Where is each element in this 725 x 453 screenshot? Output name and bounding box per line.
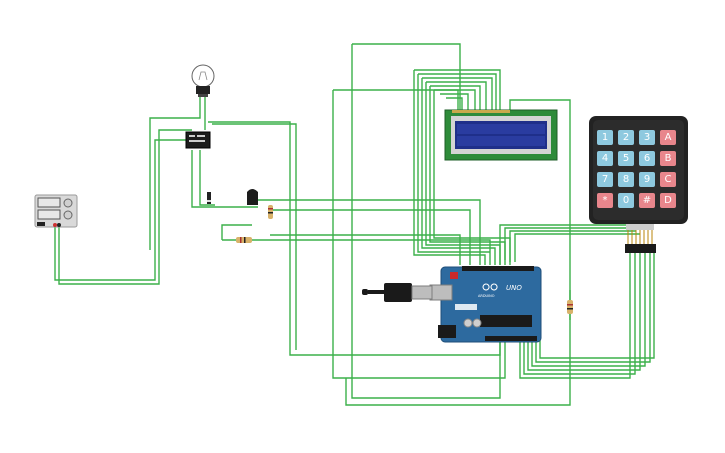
keypad-key-0-0[interactable]: 1 bbox=[597, 130, 613, 145]
wire-lcd-top-7[interactable] bbox=[440, 93, 469, 112]
wire-lcd-2[interactable] bbox=[417, 74, 490, 253]
wire-supply-loop-1[interactable] bbox=[54, 139, 192, 281]
wire-supply-loop-2[interactable] bbox=[58, 129, 192, 285]
wire-keypad-8[interactable] bbox=[531, 250, 646, 367]
resistor-right[interactable] bbox=[567, 300, 573, 314]
keypad-key-3-1[interactable]: 0 bbox=[618, 193, 634, 208]
keypad-key-label: 7 bbox=[602, 174, 608, 185]
resistor-horizontal[interactable] bbox=[236, 237, 252, 243]
wire-lcd-1[interactable] bbox=[413, 70, 486, 265]
arduino-uno[interactable]: UNO ARDUINO bbox=[429, 266, 542, 343]
power-supply[interactable] bbox=[34, 194, 78, 228]
wire-keypad-1[interactable] bbox=[499, 224, 628, 265]
keypad-key-label: B bbox=[665, 153, 672, 164]
wire-keypad-3[interactable] bbox=[509, 230, 636, 262]
keypad-key-label: 0 bbox=[623, 195, 629, 206]
relay[interactable] bbox=[185, 131, 211, 149]
keypad-key-1-0[interactable]: 4 bbox=[597, 151, 613, 166]
wire-lcd-top-3[interactable] bbox=[422, 77, 493, 112]
wire-relay-right-2[interactable] bbox=[212, 123, 297, 350]
wire-outer-loop-2[interactable] bbox=[345, 99, 571, 406]
keypad-key-label: 1 bbox=[602, 132, 608, 143]
wire-keypad-7[interactable] bbox=[527, 250, 641, 371]
wire-transistor-mid[interactable] bbox=[270, 209, 471, 265]
lcd-char-cells bbox=[457, 124, 545, 146]
keypad-key-0-1[interactable]: 2 bbox=[618, 130, 634, 145]
keypad-key-2-1[interactable]: 8 bbox=[618, 172, 634, 187]
wire-keypad-2[interactable] bbox=[504, 227, 632, 260]
keypad-key-1-3[interactable]: B bbox=[660, 151, 676, 166]
wire-bulb-left[interactable] bbox=[149, 96, 201, 250]
keypad-key-label: 8 bbox=[623, 174, 629, 185]
arduino-brand-label: ARDUINO bbox=[478, 294, 495, 298]
keypad-key-label: A bbox=[665, 132, 672, 143]
keypad-key-label: D bbox=[664, 195, 672, 206]
keypad-key-2-0[interactable]: 7 bbox=[597, 172, 613, 187]
arduino-model-label: UNO bbox=[506, 284, 522, 292]
keypad-connector-pins bbox=[627, 230, 653, 244]
wire-relay-diode[interactable] bbox=[199, 150, 215, 206]
keypad-key-label: # bbox=[643, 195, 651, 206]
wire-keypad-10[interactable] bbox=[539, 250, 655, 359]
keypad-key-label: 9 bbox=[644, 174, 650, 185]
diode[interactable] bbox=[207, 192, 211, 204]
wire-keypad-4[interactable] bbox=[514, 233, 640, 262]
light-bulb[interactable] bbox=[191, 64, 215, 97]
keypad-key-1-1[interactable]: 5 bbox=[618, 151, 634, 166]
usb-cable[interactable] bbox=[362, 283, 433, 302]
keypad-key-3-3[interactable]: D bbox=[660, 193, 676, 208]
resistor-vertical[interactable] bbox=[268, 205, 273, 219]
keypad-key-0-3[interactable]: A bbox=[660, 130, 676, 145]
keypad-key-2-3[interactable]: C bbox=[660, 172, 676, 187]
wire-left-loop[interactable] bbox=[332, 90, 506, 379]
keypad-key-label: 3 bbox=[644, 132, 650, 143]
keypad-key-3-0[interactable]: * bbox=[597, 193, 613, 208]
wire-lcd-top-5[interactable] bbox=[430, 85, 481, 112]
keypad-keys: 1 2 3 A 4 5 6 B 7 8 9 C * 0 # D bbox=[597, 130, 676, 208]
keypad-key-label: 4 bbox=[602, 153, 608, 164]
keypad-key-label: 5 bbox=[623, 153, 629, 164]
wire-lcd-3[interactable] bbox=[421, 78, 496, 265]
wire-keypad-9[interactable] bbox=[535, 250, 651, 363]
keypad[interactable]: 1 2 3 A 4 5 6 B 7 8 9 C * 0 # D bbox=[589, 116, 688, 253]
keypad-key-label: 2 bbox=[623, 132, 629, 143]
wire-lcd-top-2[interactable] bbox=[418, 73, 497, 112]
keypad-key-0-2[interactable]: 3 bbox=[639, 130, 655, 145]
wire-keypad-6[interactable] bbox=[523, 250, 636, 375]
wire-lcd-top-1[interactable] bbox=[414, 69, 501, 112]
keypad-key-label: 6 bbox=[644, 153, 650, 164]
wire-lcd-top-4[interactable] bbox=[426, 81, 487, 112]
keypad-key-2-2[interactable]: 9 bbox=[639, 172, 655, 187]
wire-resistor-line[interactable] bbox=[221, 224, 491, 265]
lcd-display[interactable] bbox=[444, 109, 558, 161]
wire-lcd-top-9[interactable] bbox=[333, 89, 459, 112]
wire-transistor-top[interactable] bbox=[252, 199, 481, 265]
keypad-key-3-2[interactable]: # bbox=[639, 193, 655, 208]
keypad-key-1-2[interactable]: 6 bbox=[639, 151, 655, 166]
keypad-key-label: * bbox=[603, 195, 608, 206]
wire-relay-down[interactable] bbox=[191, 150, 258, 208]
lcd-pins bbox=[452, 110, 510, 113]
wire-keypad-5[interactable] bbox=[519, 250, 631, 379]
wires bbox=[54, 43, 655, 406]
keypad-key-label: C bbox=[665, 174, 672, 185]
transistor[interactable] bbox=[247, 189, 258, 205]
wire-lcd-top-8[interactable] bbox=[446, 97, 463, 112]
